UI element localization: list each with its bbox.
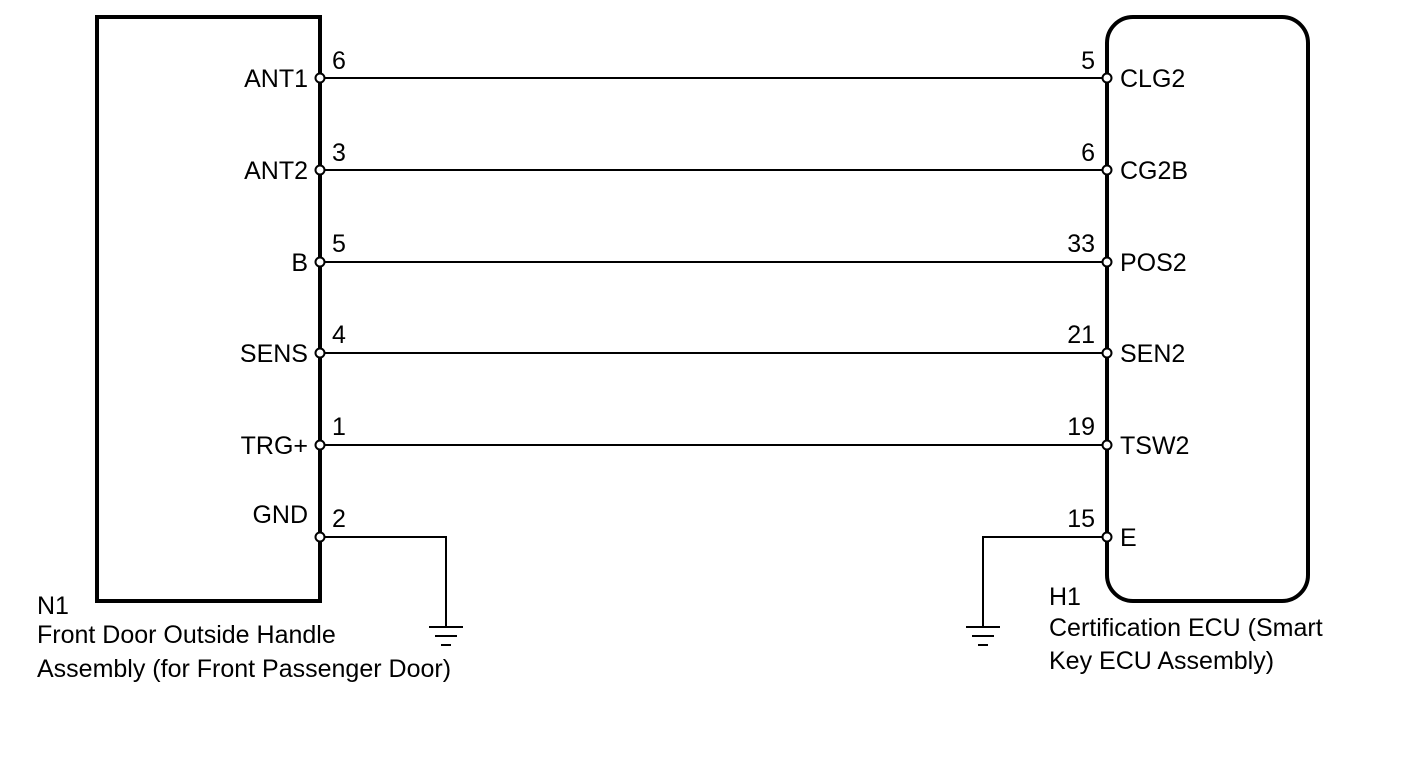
terminal-right-cg2b	[1101, 164, 1113, 176]
right-component-name-line1: Certification ECU (Smart	[1049, 614, 1323, 642]
right-pin-e: 15	[1067, 505, 1095, 533]
left-label-gnd: GND	[252, 501, 308, 529]
terminal-right-tsw2	[1101, 439, 1113, 451]
right-label-clg2: CLG2	[1120, 65, 1185, 93]
terminal-left-ant1	[314, 72, 326, 84]
right-pin-cg2b: 6	[1081, 139, 1095, 167]
terminal-left-ant2	[314, 164, 326, 176]
terminal-group	[314, 72, 1113, 543]
left-label-ant1: ANT1	[244, 65, 308, 93]
terminal-right-pos2	[1101, 256, 1113, 268]
right-component-name-line2: Key ECU Assembly)	[1049, 647, 1274, 675]
left-label-ant2: ANT2	[244, 157, 308, 185]
right-label-e: E	[1120, 524, 1137, 552]
right-pin-sen2: 21	[1067, 321, 1095, 349]
right-pin-clg2: 5	[1081, 47, 1095, 75]
right-label-cg2b: CG2B	[1120, 157, 1188, 185]
left-pin-trg: 1	[332, 413, 346, 441]
terminal-left-b	[314, 256, 326, 268]
terminal-left-trg	[314, 439, 326, 451]
terminal-left-sens	[314, 347, 326, 359]
right-label-pos2: POS2	[1120, 249, 1187, 277]
left-pin-sens: 4	[332, 321, 346, 349]
ground-symbol-right	[966, 626, 1000, 646]
left-label-sens: SENS	[240, 340, 308, 368]
left-label-trg: TRG+	[241, 432, 308, 460]
left-pin-ant1: 6	[332, 47, 346, 75]
left-component-code: N1	[37, 592, 69, 620]
ground-wire-right	[982, 536, 1107, 626]
right-pin-pos2: 33	[1067, 230, 1095, 258]
left-pin-ant2: 3	[332, 139, 346, 167]
left-pin-b: 5	[332, 230, 346, 258]
left-component-name-line1: Front Door Outside Handle	[37, 621, 336, 649]
terminal-left-gnd	[314, 531, 326, 543]
left-pin-gnd: 2	[332, 505, 346, 533]
terminal-right-e	[1101, 531, 1113, 543]
terminal-right-sen2	[1101, 347, 1113, 359]
right-pin-tsw2: 19	[1067, 413, 1095, 441]
left-component-box	[95, 15, 322, 603]
right-label-sen2: SEN2	[1120, 340, 1185, 368]
ground-wire-left	[320, 536, 447, 626]
ground-symbol-left	[429, 626, 463, 646]
right-component-code: H1	[1049, 583, 1081, 611]
left-label-b: B	[291, 249, 308, 277]
terminal-right-clg2	[1101, 72, 1113, 84]
wire-group	[320, 77, 1107, 446]
right-component-box	[1105, 15, 1310, 603]
right-label-tsw2: TSW2	[1120, 432, 1189, 460]
left-component-name-line2: Assembly (for Front Passenger Door)	[37, 655, 451, 683]
